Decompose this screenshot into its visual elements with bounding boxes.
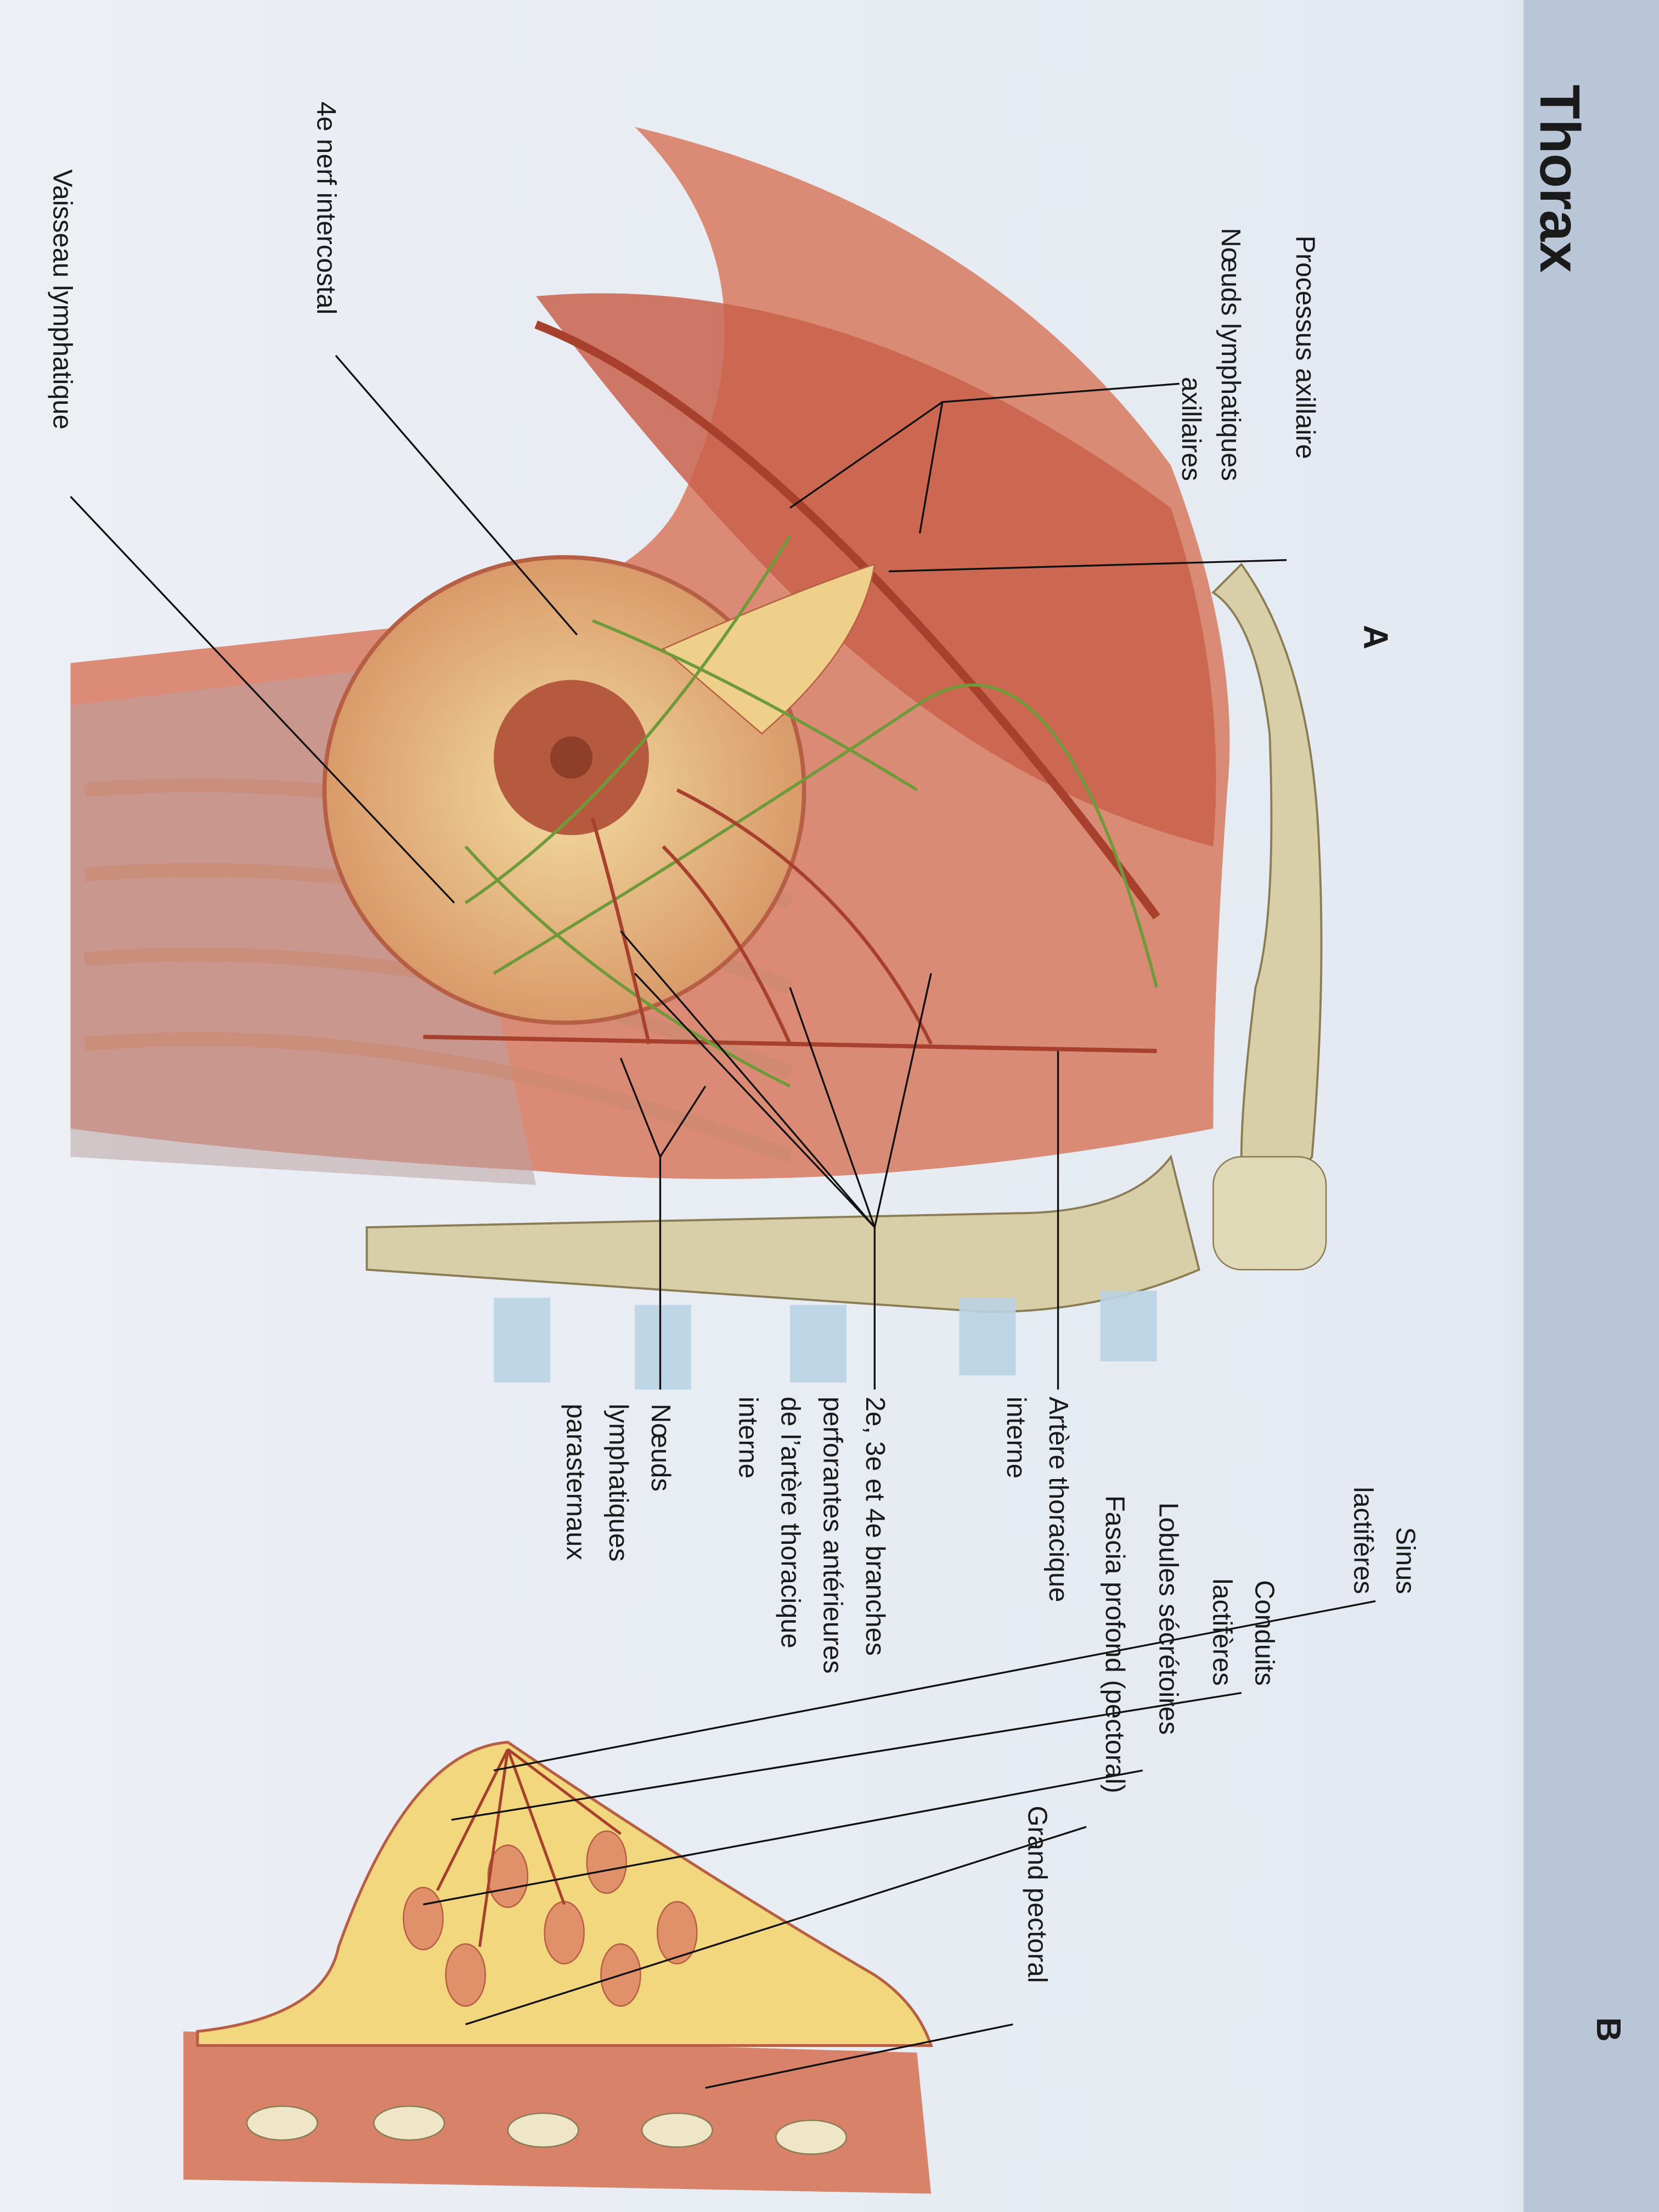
- rib-sections: [246, 2105, 848, 2155]
- label-line: lactifères: [1207, 1578, 1237, 1685]
- label-line: Conduits: [1250, 1580, 1279, 1686]
- figure-a-label: A: [1357, 625, 1395, 650]
- label-line: interne: [733, 1397, 763, 1479]
- label-line: Sinus: [1391, 1527, 1420, 1594]
- label-branches-perforantes: 2e, 3e et 4e branches perforantes antéri…: [733, 1397, 889, 1674]
- breast-profile: [196, 1741, 933, 2047]
- label-fascia-profond: Fascia profond (pectoral): [1100, 1496, 1130, 1793]
- label-line: perforantes antérieures: [818, 1397, 848, 1674]
- label-line: Artère thoracique: [1043, 1397, 1073, 1602]
- label-line: 2e, 3e et 4e branches: [860, 1397, 890, 1656]
- label-line: de l’artère thoracique: [776, 1397, 805, 1649]
- perforating-arteries: [590, 788, 933, 1045]
- label-line: parasternaux: [561, 1404, 591, 1560]
- page-title: Thorax: [1528, 84, 1592, 273]
- chest-wall-layer: [183, 2031, 932, 2194]
- figure-b-illustration: [183, 1741, 933, 2194]
- vertebra: [1212, 1156, 1327, 1271]
- label-lobules-secretoires: Lobules sécrétoires: [1154, 1503, 1183, 1735]
- label-line: lactifères: [1348, 1487, 1378, 1594]
- label-sinus-lactiferes: Sinus lactifères: [1348, 1487, 1420, 1594]
- label-line: interne: [1001, 1397, 1031, 1479]
- label-noeuds-parasternaux: Nœuds lymphatiques parasternaux: [561, 1404, 675, 1562]
- figure-a-illustration: [70, 127, 1327, 1390]
- sternum: [365, 1154, 1200, 1313]
- label-line: axillaires: [1176, 377, 1206, 481]
- label-line: Nœuds: [646, 1404, 675, 1492]
- costal-cartilages: [494, 1290, 1157, 1390]
- label-noeuds-axillaires: Nœuds lymphatiques axillaires: [1176, 228, 1245, 481]
- label-line: Nœuds lymphatiques: [1216, 228, 1245, 481]
- pectoral-muscle: [536, 293, 1216, 847]
- lymph-vessels: [464, 535, 1159, 1088]
- label-conduits-lactiferes: Conduits lactifères: [1207, 1578, 1279, 1685]
- axillary-artery: [534, 320, 1160, 920]
- label-grand-pectoral: Grand pectoral: [1023, 1805, 1052, 1983]
- label-line: lymphatiques: [603, 1404, 633, 1562]
- clavicle: [1211, 562, 1323, 1216]
- label-nerf-intercostal: 4e nerf intercostal: [312, 101, 341, 314]
- label-vaisseau-lymphatique: Vaisseau lymphatique: [48, 170, 77, 430]
- page-edge: [1523, 0, 1659, 2212]
- figure-b-label: B: [1589, 2017, 1627, 2042]
- label-processus-axillaire: Processus axillaire: [1290, 235, 1320, 459]
- nipple: [550, 736, 592, 779]
- leader-lines: [70, 354, 1376, 2089]
- label-artere-thoracique: Artère thoracique interne: [1001, 1397, 1073, 1602]
